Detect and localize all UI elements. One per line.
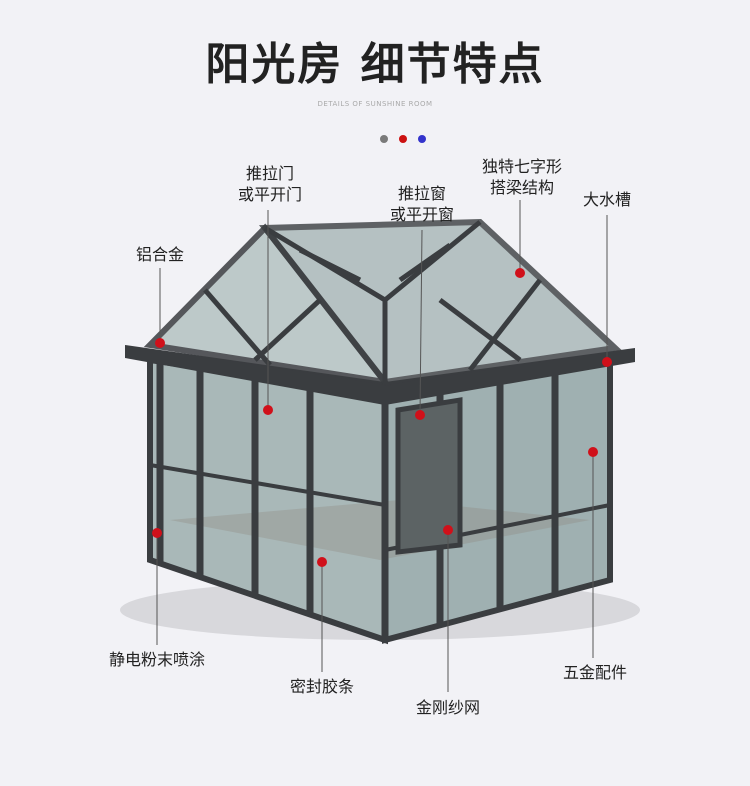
label-door-line1: 推拉门 — [245, 164, 295, 183]
label-door: 推拉门 或平开门 — [238, 163, 302, 205]
marker-door — [263, 405, 273, 415]
label-gutter: 大水槽 — [582, 190, 632, 209]
label-window-line1: 推拉窗 — [397, 184, 447, 203]
page-title: 阳光房 细节特点 — [205, 39, 545, 90]
label-screen: 金刚纱网 — [415, 698, 481, 717]
label-beam-line1: 独特七字形 — [481, 157, 563, 176]
indicator-dot-blue[interactable] — [418, 135, 426, 143]
marker-seal — [317, 557, 327, 567]
carousel-indicator — [380, 135, 426, 143]
marker-beam — [515, 268, 525, 278]
indicator-dot-gray[interactable] — [380, 135, 388, 143]
marker-coating — [152, 528, 162, 538]
marker-screen — [443, 525, 453, 535]
marker-window — [415, 410, 425, 420]
label-window: 推拉窗 或平开窗 — [390, 183, 454, 225]
label-beam-line2: 搭梁结构 — [489, 178, 555, 197]
label-door-line2: 或平开门 — [237, 185, 303, 204]
page-subtitle: DETAILS OF SUNSHINE ROOM — [317, 100, 433, 108]
label-seal: 密封胶条 — [289, 677, 355, 696]
marker-hardware — [588, 447, 598, 457]
marker-gutter — [602, 357, 612, 367]
label-coating: 静电粉末喷涂 — [108, 650, 206, 669]
label-beam: 独特七字形 搭梁结构 — [482, 156, 562, 198]
label-window-line2: 或平开窗 — [389, 205, 455, 224]
indicator-dot-red[interactable] — [399, 135, 407, 143]
marker-aluminum — [155, 338, 165, 348]
label-aluminum: 铝合金 — [135, 245, 185, 264]
label-hardware: 五金配件 — [562, 663, 628, 682]
